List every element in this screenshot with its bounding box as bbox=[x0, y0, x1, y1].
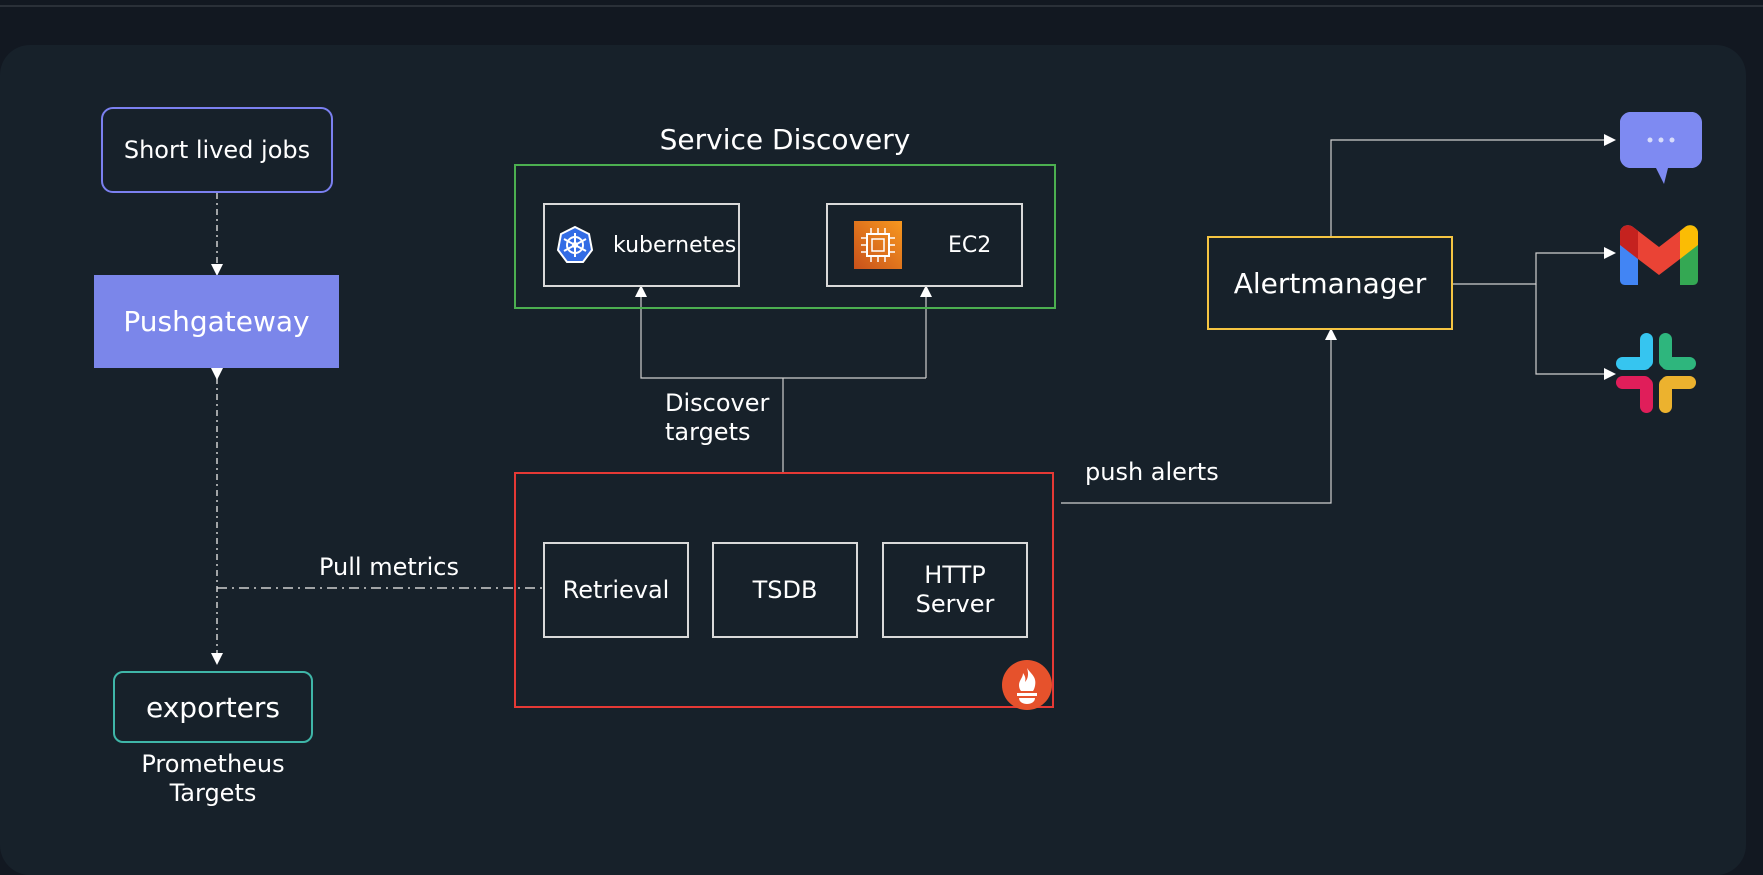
exporters-label: exporters bbox=[145, 690, 281, 724]
push-alerts-label: push alerts bbox=[1085, 458, 1219, 486]
prometheus-targets-label: Prometheus Targets bbox=[141, 750, 285, 807]
diagram-panel bbox=[0, 45, 1746, 875]
prometheus-server-group bbox=[514, 472, 1054, 708]
http-server-node: HTTP Server bbox=[882, 542, 1028, 638]
chat-icon bbox=[1620, 112, 1702, 184]
pushgateway-node: Pushgateway bbox=[94, 275, 339, 368]
service-discovery-title: Service Discovery bbox=[659, 123, 911, 156]
tsdb-label: TSDB bbox=[752, 576, 818, 604]
pushgateway-label: Pushgateway bbox=[123, 305, 310, 338]
discover-targets-label: Discover targets bbox=[665, 389, 770, 446]
kubernetes-label: kubernetes bbox=[613, 232, 737, 258]
gmail-icon bbox=[1620, 223, 1698, 285]
alertmanager-to-slack-edge bbox=[1535, 284, 1616, 380]
tsdb-node: TSDB bbox=[712, 542, 858, 638]
ec2-label: EC2 bbox=[948, 232, 992, 258]
alertmanager-label: Alertmanager bbox=[1233, 266, 1427, 300]
prometheus-icon bbox=[1001, 659, 1053, 711]
connector-layer bbox=[211, 134, 1616, 665]
kubernetes-icon bbox=[555, 225, 595, 265]
alertmanager-to-chat-edge bbox=[1330, 134, 1616, 236]
kubernetes-node: kubernetes bbox=[543, 203, 740, 287]
slack-icon bbox=[1616, 333, 1696, 413]
exporters-node: exporters bbox=[113, 671, 313, 743]
ec2-chip-icon bbox=[854, 221, 902, 269]
service-discovery-group bbox=[514, 164, 1056, 309]
pull-metrics-label: Pull metrics bbox=[318, 553, 459, 581]
retrieval-label: Retrieval bbox=[562, 576, 670, 604]
alertmanager-to-gmail-edge bbox=[1453, 247, 1616, 285]
retrieval-node: Retrieval bbox=[543, 542, 689, 638]
ec2-node: EC2 bbox=[826, 203, 1023, 287]
http-server-label: HTTP Server bbox=[915, 561, 995, 618]
top-divider bbox=[0, 5, 1763, 7]
short-lived-jobs-node: Short lived jobs bbox=[101, 107, 333, 193]
push-alerts-edge bbox=[1061, 328, 1337, 504]
alertmanager-node: Alertmanager bbox=[1207, 236, 1453, 330]
short-lived-jobs-label: Short lived jobs bbox=[123, 136, 311, 164]
discover-to-kubernetes-edge bbox=[635, 285, 926, 379]
